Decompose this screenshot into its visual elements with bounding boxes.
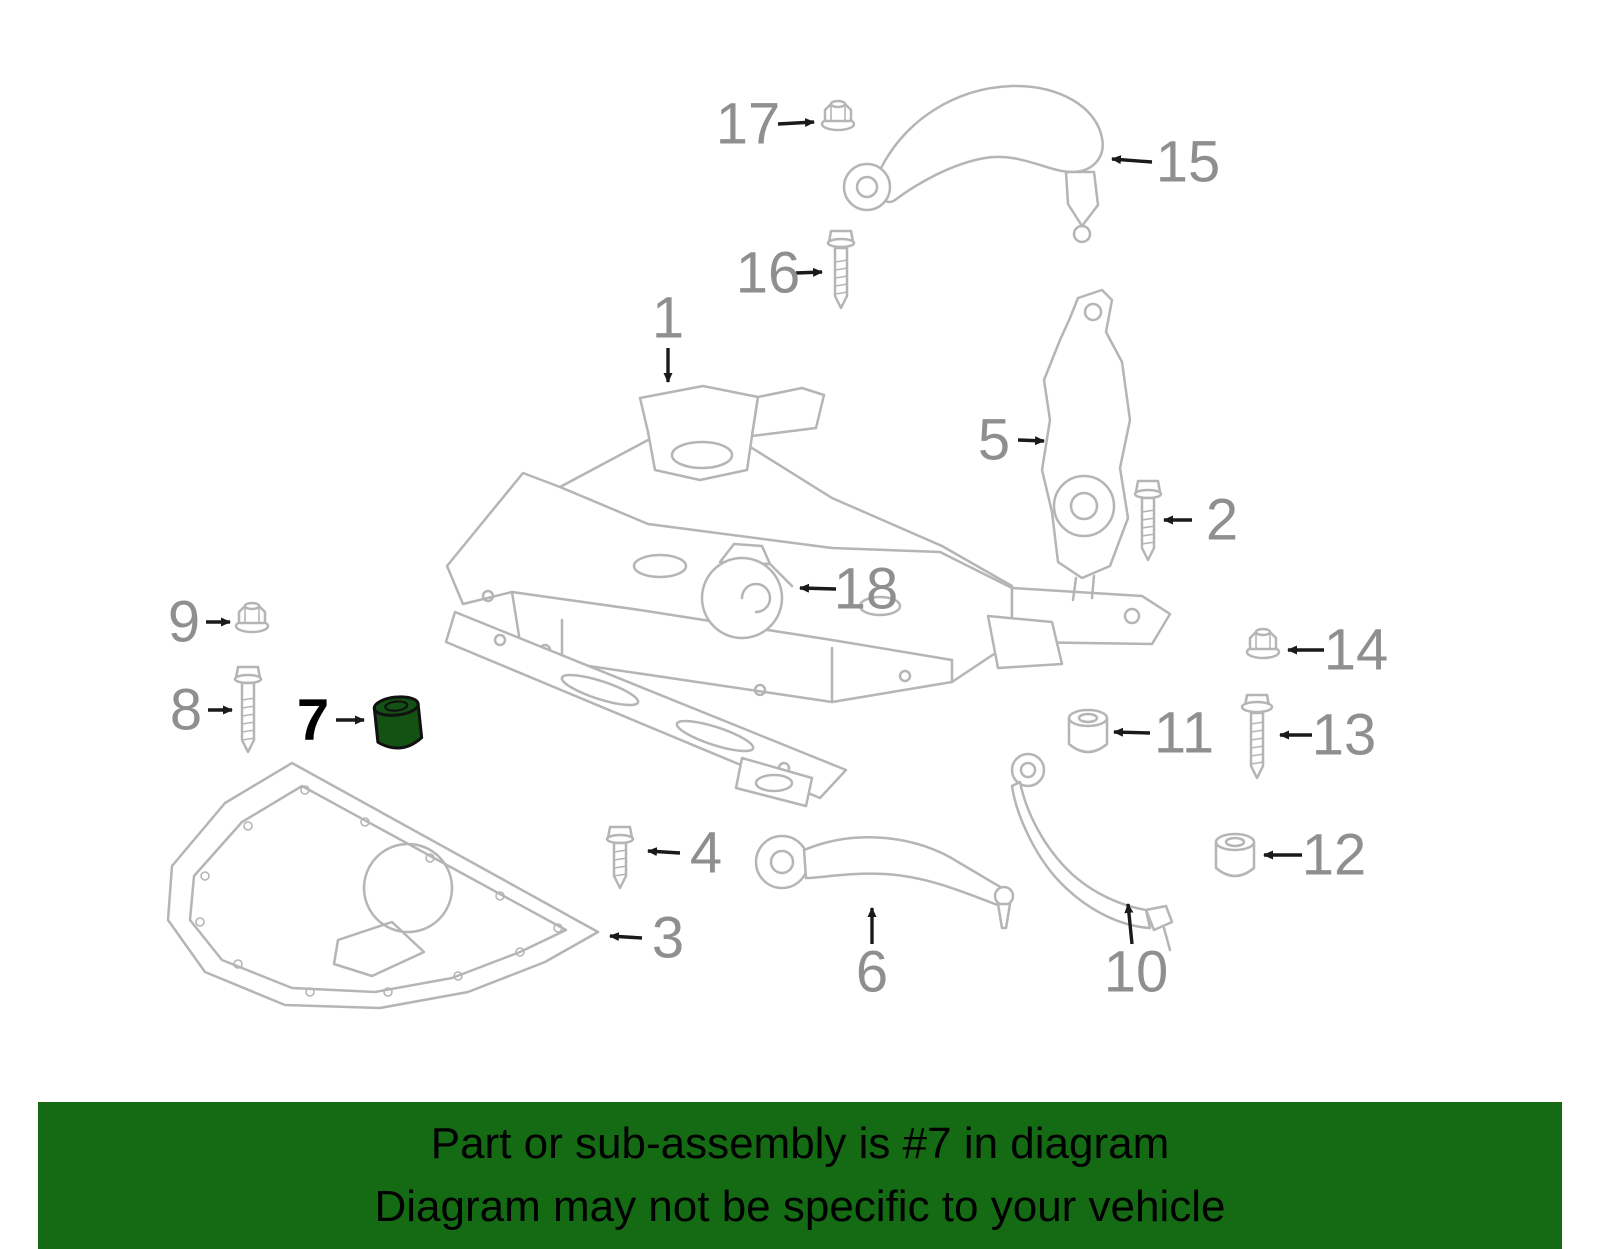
callout-16-label: 16 bbox=[736, 241, 801, 306]
callout-11-arrow bbox=[1113, 727, 1151, 737]
callout-8: 8 bbox=[170, 678, 233, 743]
callout-9-label: 9 bbox=[168, 590, 200, 655]
callout-10-arrow bbox=[1124, 903, 1134, 945]
part-nut-14 bbox=[1245, 627, 1281, 660]
callout-10-label: 10 bbox=[1104, 940, 1169, 1005]
callout-17-arrow bbox=[777, 118, 815, 127]
callout-15-arrow bbox=[1111, 155, 1153, 165]
part-bolt-8 bbox=[233, 665, 263, 754]
part-bolt-16 bbox=[826, 229, 856, 310]
part-lower-link-arm bbox=[754, 834, 1015, 930]
callout-3: 3 bbox=[609, 906, 684, 971]
callout-17-label: 17 bbox=[716, 92, 781, 157]
callout-3-arrow bbox=[609, 932, 643, 942]
part-7-highlighted-bushing[interactable] bbox=[372, 695, 424, 750]
callout-10: 10 bbox=[1104, 903, 1169, 1005]
callout-14-label: 14 bbox=[1324, 618, 1389, 683]
callout-14: 14 bbox=[1287, 618, 1389, 683]
callout-2: 2 bbox=[1163, 488, 1238, 553]
part-nut-9 bbox=[234, 601, 270, 634]
part-steering-knuckle bbox=[1040, 288, 1132, 602]
part-bolt-4 bbox=[605, 825, 635, 890]
callout-13: 13 bbox=[1279, 703, 1377, 768]
callout-16-arrow bbox=[795, 267, 823, 277]
part-upper-control-arm bbox=[842, 84, 1104, 244]
callout-4-arrow bbox=[647, 847, 681, 857]
callout-6: 6 bbox=[856, 907, 888, 1005]
part-bushing-11 bbox=[1067, 708, 1109, 754]
part-bolt-13 bbox=[1240, 693, 1274, 780]
callout-15-label: 15 bbox=[1156, 130, 1221, 195]
callout-11-label: 11 bbox=[1154, 701, 1214, 766]
part-bushing-12 bbox=[1214, 832, 1256, 878]
banner-line-1: Part or sub-assembly is #7 in diagram bbox=[430, 1119, 1170, 1169]
callout-12-label: 12 bbox=[1302, 823, 1367, 888]
callout-17: 17 bbox=[716, 92, 815, 157]
callout-6-label: 6 bbox=[856, 940, 888, 1005]
callout-5: 5 bbox=[978, 408, 1045, 473]
callout-9: 9 bbox=[168, 590, 231, 655]
callout-16: 16 bbox=[736, 241, 823, 306]
diagram-note-banner: Part or sub-assembly is #7 in diagram Di… bbox=[38, 1102, 1562, 1249]
callout-7-label: 7 bbox=[297, 688, 329, 753]
callout-12: 12 bbox=[1263, 823, 1367, 888]
callout-4-label: 4 bbox=[690, 821, 722, 886]
callout-5-label: 5 bbox=[978, 408, 1010, 473]
callout-18-label: 18 bbox=[834, 557, 899, 622]
callout-18: 18 bbox=[799, 557, 899, 622]
callout-1: 1 bbox=[652, 286, 684, 383]
callout-15: 15 bbox=[1111, 130, 1221, 195]
callout-1-label: 1 bbox=[652, 286, 684, 351]
part-skid-plate bbox=[166, 761, 600, 1010]
callout-7: 7 bbox=[297, 688, 365, 753]
callout-3-label: 3 bbox=[652, 906, 684, 971]
callout-11: 11 bbox=[1113, 701, 1214, 766]
callout-2-label: 2 bbox=[1206, 488, 1238, 553]
callout-4: 4 bbox=[647, 821, 722, 886]
banner-line-2: Diagram may not be specific to your vehi… bbox=[374, 1181, 1226, 1231]
part-lower-control-arm bbox=[1010, 752, 1174, 952]
callout-13-label: 13 bbox=[1312, 703, 1377, 768]
part-horn bbox=[700, 542, 794, 640]
callout-5-arrow bbox=[1017, 436, 1045, 446]
part-nut-17 bbox=[820, 99, 856, 132]
callout-8-label: 8 bbox=[170, 678, 202, 743]
callout-18-arrow bbox=[799, 583, 837, 593]
part-bolt-2 bbox=[1133, 479, 1163, 562]
